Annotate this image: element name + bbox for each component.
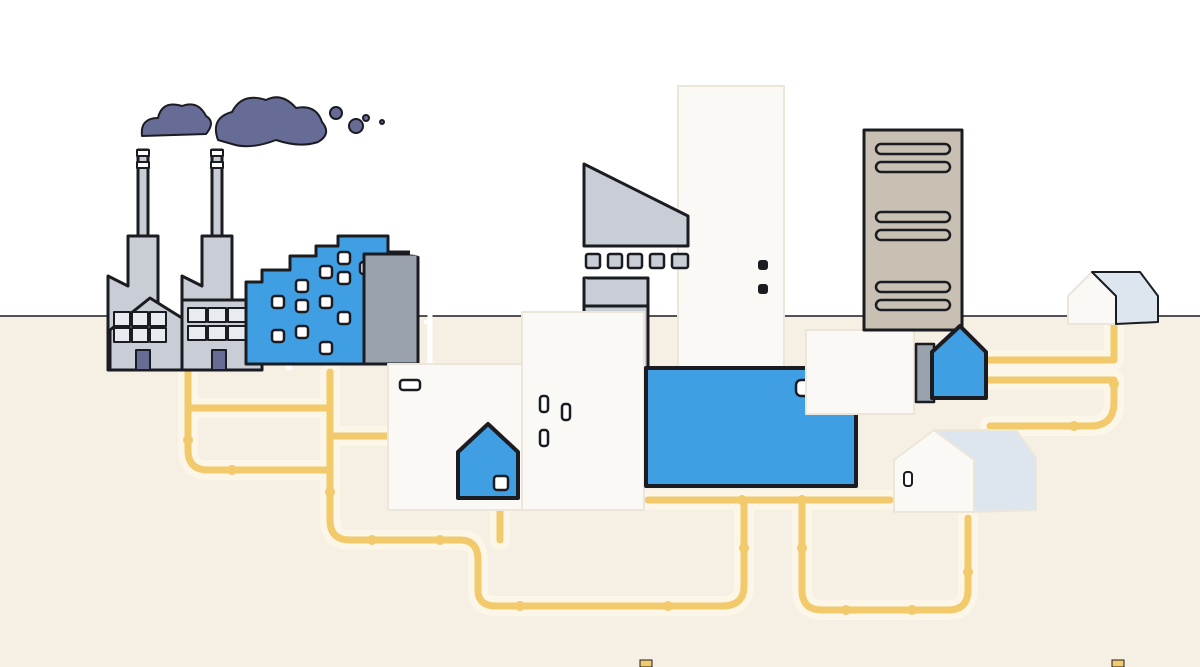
hall-door-right — [211, 349, 227, 371]
white-tower — [677, 85, 785, 377]
grey-tank — [362, 252, 420, 366]
hall-windows — [113, 307, 247, 343]
chimney-stripes — [136, 149, 224, 169]
grey-slope-building — [582, 162, 690, 248]
slope-building-windows — [584, 252, 690, 270]
power-plant — [106, 96, 433, 372]
blue-plant-windows — [270, 250, 374, 356]
stone-tower-vents — [874, 142, 952, 312]
white-block-right — [805, 329, 915, 415]
pipe-joints — [183, 379, 1119, 615]
hall-door-left — [135, 349, 151, 371]
smoke-cloud — [140, 96, 385, 148]
center-block-windows — [538, 394, 572, 448]
blue-house-right — [930, 324, 988, 400]
right-district — [862, 128, 1159, 513]
center-district — [387, 85, 915, 511]
